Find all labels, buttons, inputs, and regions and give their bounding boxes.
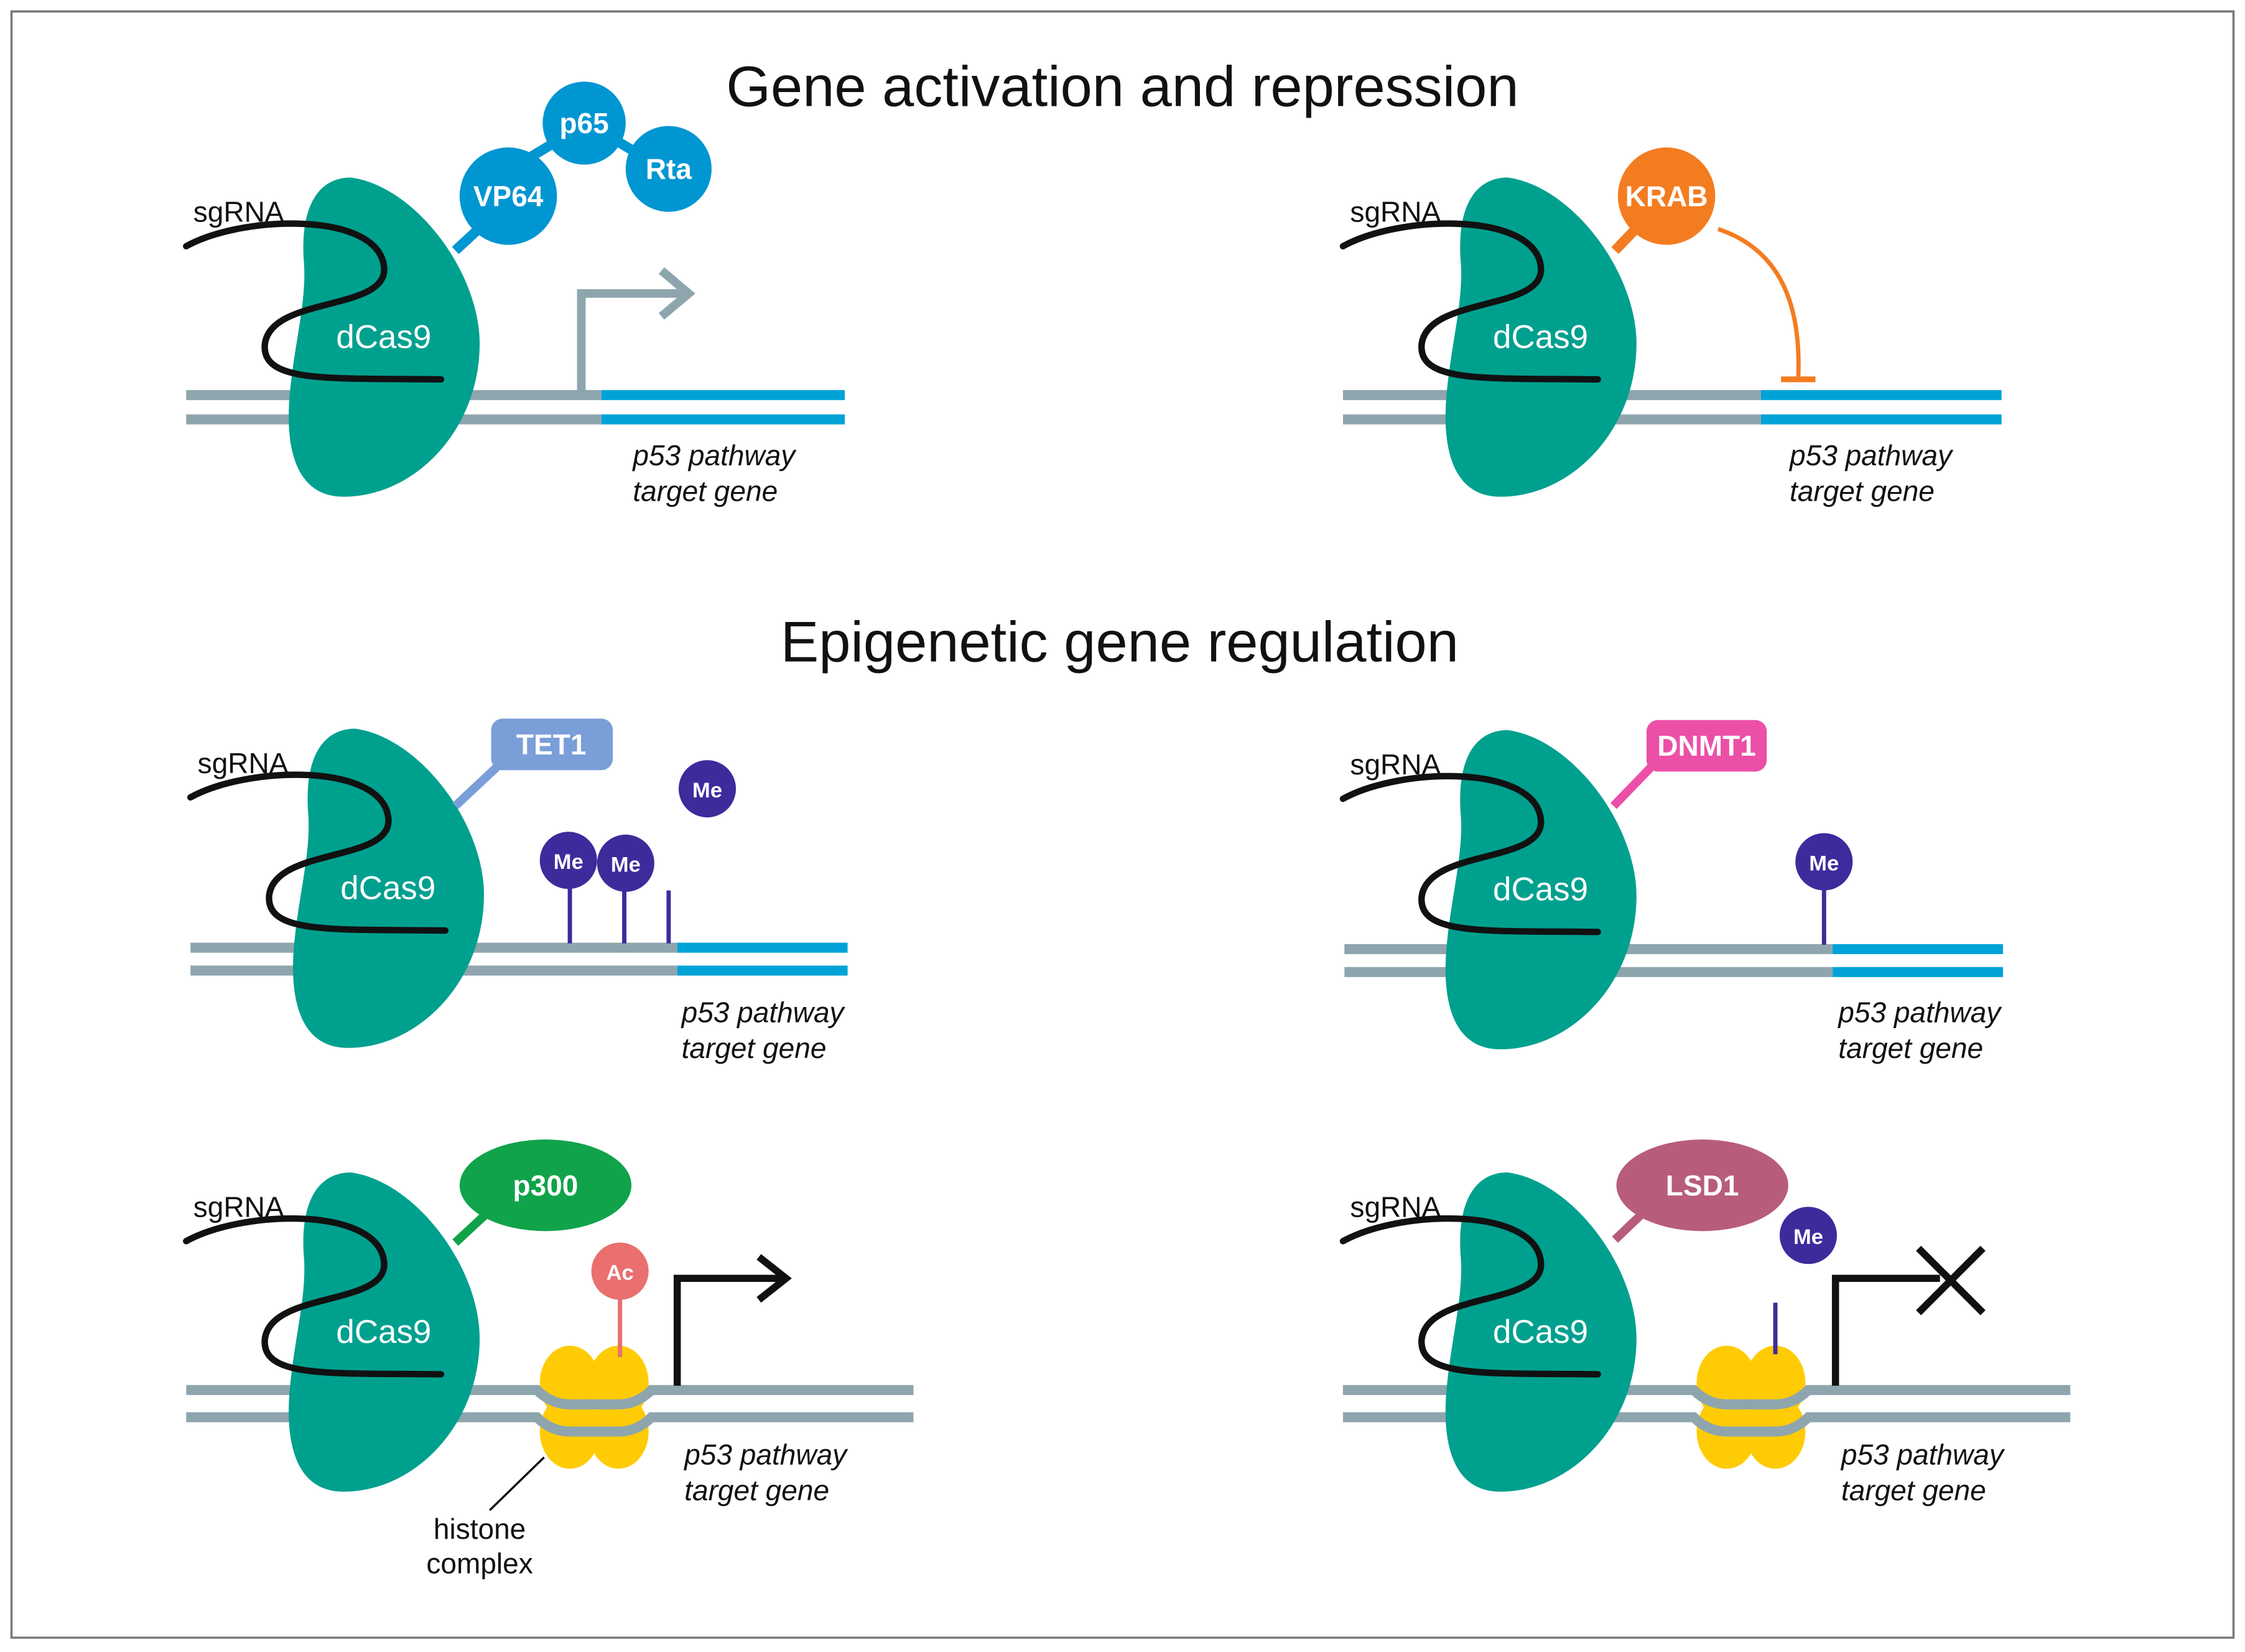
gene-label: target gene <box>684 1474 829 1506</box>
dnmt1-domain <box>1646 720 1767 772</box>
lsd1-label: LSD1 <box>1666 1169 1739 1202</box>
dna-strand <box>1342 1385 2071 1409</box>
gene-label: p53 pathway <box>1837 996 2002 1028</box>
dcas9-label: dCas9 <box>336 1314 431 1350</box>
p65-domain <box>542 81 626 165</box>
dna-strand <box>1342 1412 2071 1437</box>
dna-strand <box>186 1385 914 1409</box>
rta-label: Rta <box>646 153 692 185</box>
me-label: Me <box>692 779 722 802</box>
rta-domain <box>625 126 712 212</box>
sgrna-label: sgRNA <box>1350 748 1441 781</box>
gene-label: target gene <box>1841 1474 1986 1506</box>
gene-label: p53 pathway <box>1788 439 1954 471</box>
blocked-promoter-icon <box>1831 1274 1940 1386</box>
histone-label: histone <box>434 1513 526 1545</box>
methyl-mark <box>539 832 597 889</box>
tet1-label: TET1 <box>516 728 587 761</box>
sgrna-label: sgRNA <box>198 747 289 779</box>
histone-label: complex <box>426 1547 532 1579</box>
sgrna-label: sgRNA <box>1350 196 1441 228</box>
dnmt1-label: DNMT1 <box>1657 730 1756 762</box>
section-title-activation: Gene activation and repression <box>726 54 1518 118</box>
gene-label: target gene <box>1790 475 1935 508</box>
gene-label: target gene <box>633 475 778 508</box>
promoter-arrow-icon <box>577 289 687 391</box>
krab-label: KRAB <box>1625 180 1708 212</box>
active-promoter-arrow-icon <box>673 1274 785 1386</box>
dcas9-label: dCas9 <box>340 870 435 906</box>
histone-leader-line <box>489 1456 545 1511</box>
vp64-label: VP64 <box>473 180 544 212</box>
p65-label: p65 <box>559 107 608 139</box>
methyl-mark <box>597 834 654 892</box>
p300-label: p300 <box>513 1169 579 1202</box>
me-label: Me <box>611 853 641 877</box>
gene-label: p53 pathway <box>631 439 797 471</box>
sgrna-label: sgRNA <box>1350 1190 1441 1223</box>
gene-label: p53 pathway <box>1840 1438 2006 1470</box>
methyl-mark-released <box>1779 1207 1837 1265</box>
gene-label: p53 pathway <box>681 996 846 1028</box>
panel-lsd1-demethylation: sgRNA dCas9 LSD1 Me p53 pathway target g… <box>1342 1139 2071 1506</box>
vp64-domain <box>459 147 557 245</box>
me-label: Me <box>554 850 583 874</box>
me-label: Me <box>1793 1225 1823 1249</box>
panel-repression: sgRNA dCas9 KRAB p53 pathway target gene <box>1343 147 2002 508</box>
dcas9-label: dCas9 <box>1493 1314 1588 1350</box>
sgrna-label: sgRNA <box>193 1190 284 1223</box>
dcas9-label: dCas9 <box>1493 318 1588 355</box>
lsd1-domain <box>1616 1139 1788 1232</box>
gene-label: p53 pathway <box>683 1438 848 1470</box>
krab-domain <box>1617 147 1716 245</box>
section-title-epigenetic: Epigenetic gene regulation <box>781 610 1459 674</box>
tet1-domain <box>491 718 613 771</box>
acetyl-mark <box>591 1242 649 1300</box>
p300-domain <box>459 1139 632 1232</box>
me-label: Me <box>1809 852 1839 875</box>
methyl-mark <box>1795 833 1853 891</box>
panel-tet1-demethylation: sgRNA dCas9 TET1 Me Me Me p53 pathway ta… <box>190 718 848 1064</box>
methyl-mark-released <box>679 760 737 818</box>
panel-dnmt1-methylation: sgRNA dCas9 DNMT1 Me p53 pathway target … <box>1343 720 2003 1064</box>
dcas9-label: dCas9 <box>1493 871 1588 908</box>
panel-p300-acetylation: sgRNA dCas9 p300 Ac histone complex p53 … <box>186 1139 914 1579</box>
gene-label: target gene <box>1838 1032 1983 1064</box>
repression-arrow-icon <box>1717 226 1801 378</box>
panel-activation: sgRNA dCas9 VP64 p65 Rta p53 pathway tar… <box>186 81 845 508</box>
gene-label: target gene <box>682 1032 827 1064</box>
ac-label: Ac <box>607 1261 634 1285</box>
dna-strand <box>186 1412 914 1437</box>
dcas9-label: dCas9 <box>336 318 431 355</box>
sgrna-label: sgRNA <box>193 196 284 228</box>
